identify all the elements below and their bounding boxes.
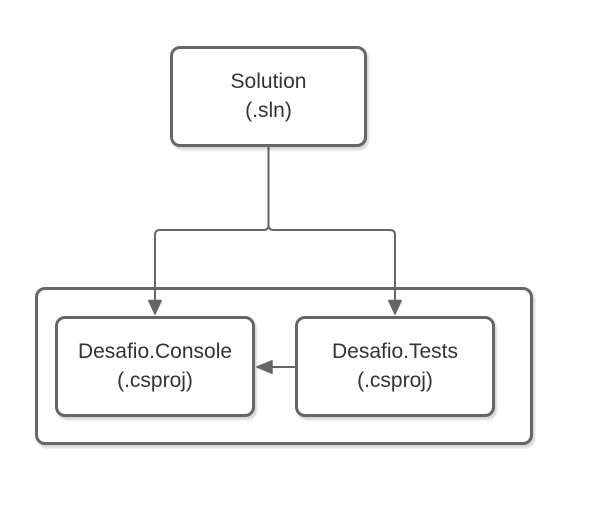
node-desafio-console-name: Desafio.Console <box>77 339 233 363</box>
node-solution-extension: (.sln) <box>245 98 292 122</box>
node-solution-name: Solution <box>230 69 307 93</box>
node-desafio-console: Desafio.Console (.csproj) <box>55 316 255 417</box>
node-desafio-tests-extension: (.csproj) <box>357 368 433 392</box>
node-desafio-tests-name: Desafio.Tests <box>331 339 459 363</box>
node-desafio-console-extension: (.csproj) <box>117 368 193 392</box>
node-desafio-tests: Desafio.Tests (.csproj) <box>295 316 495 417</box>
node-solution: Solution (.sln) <box>170 46 367 147</box>
